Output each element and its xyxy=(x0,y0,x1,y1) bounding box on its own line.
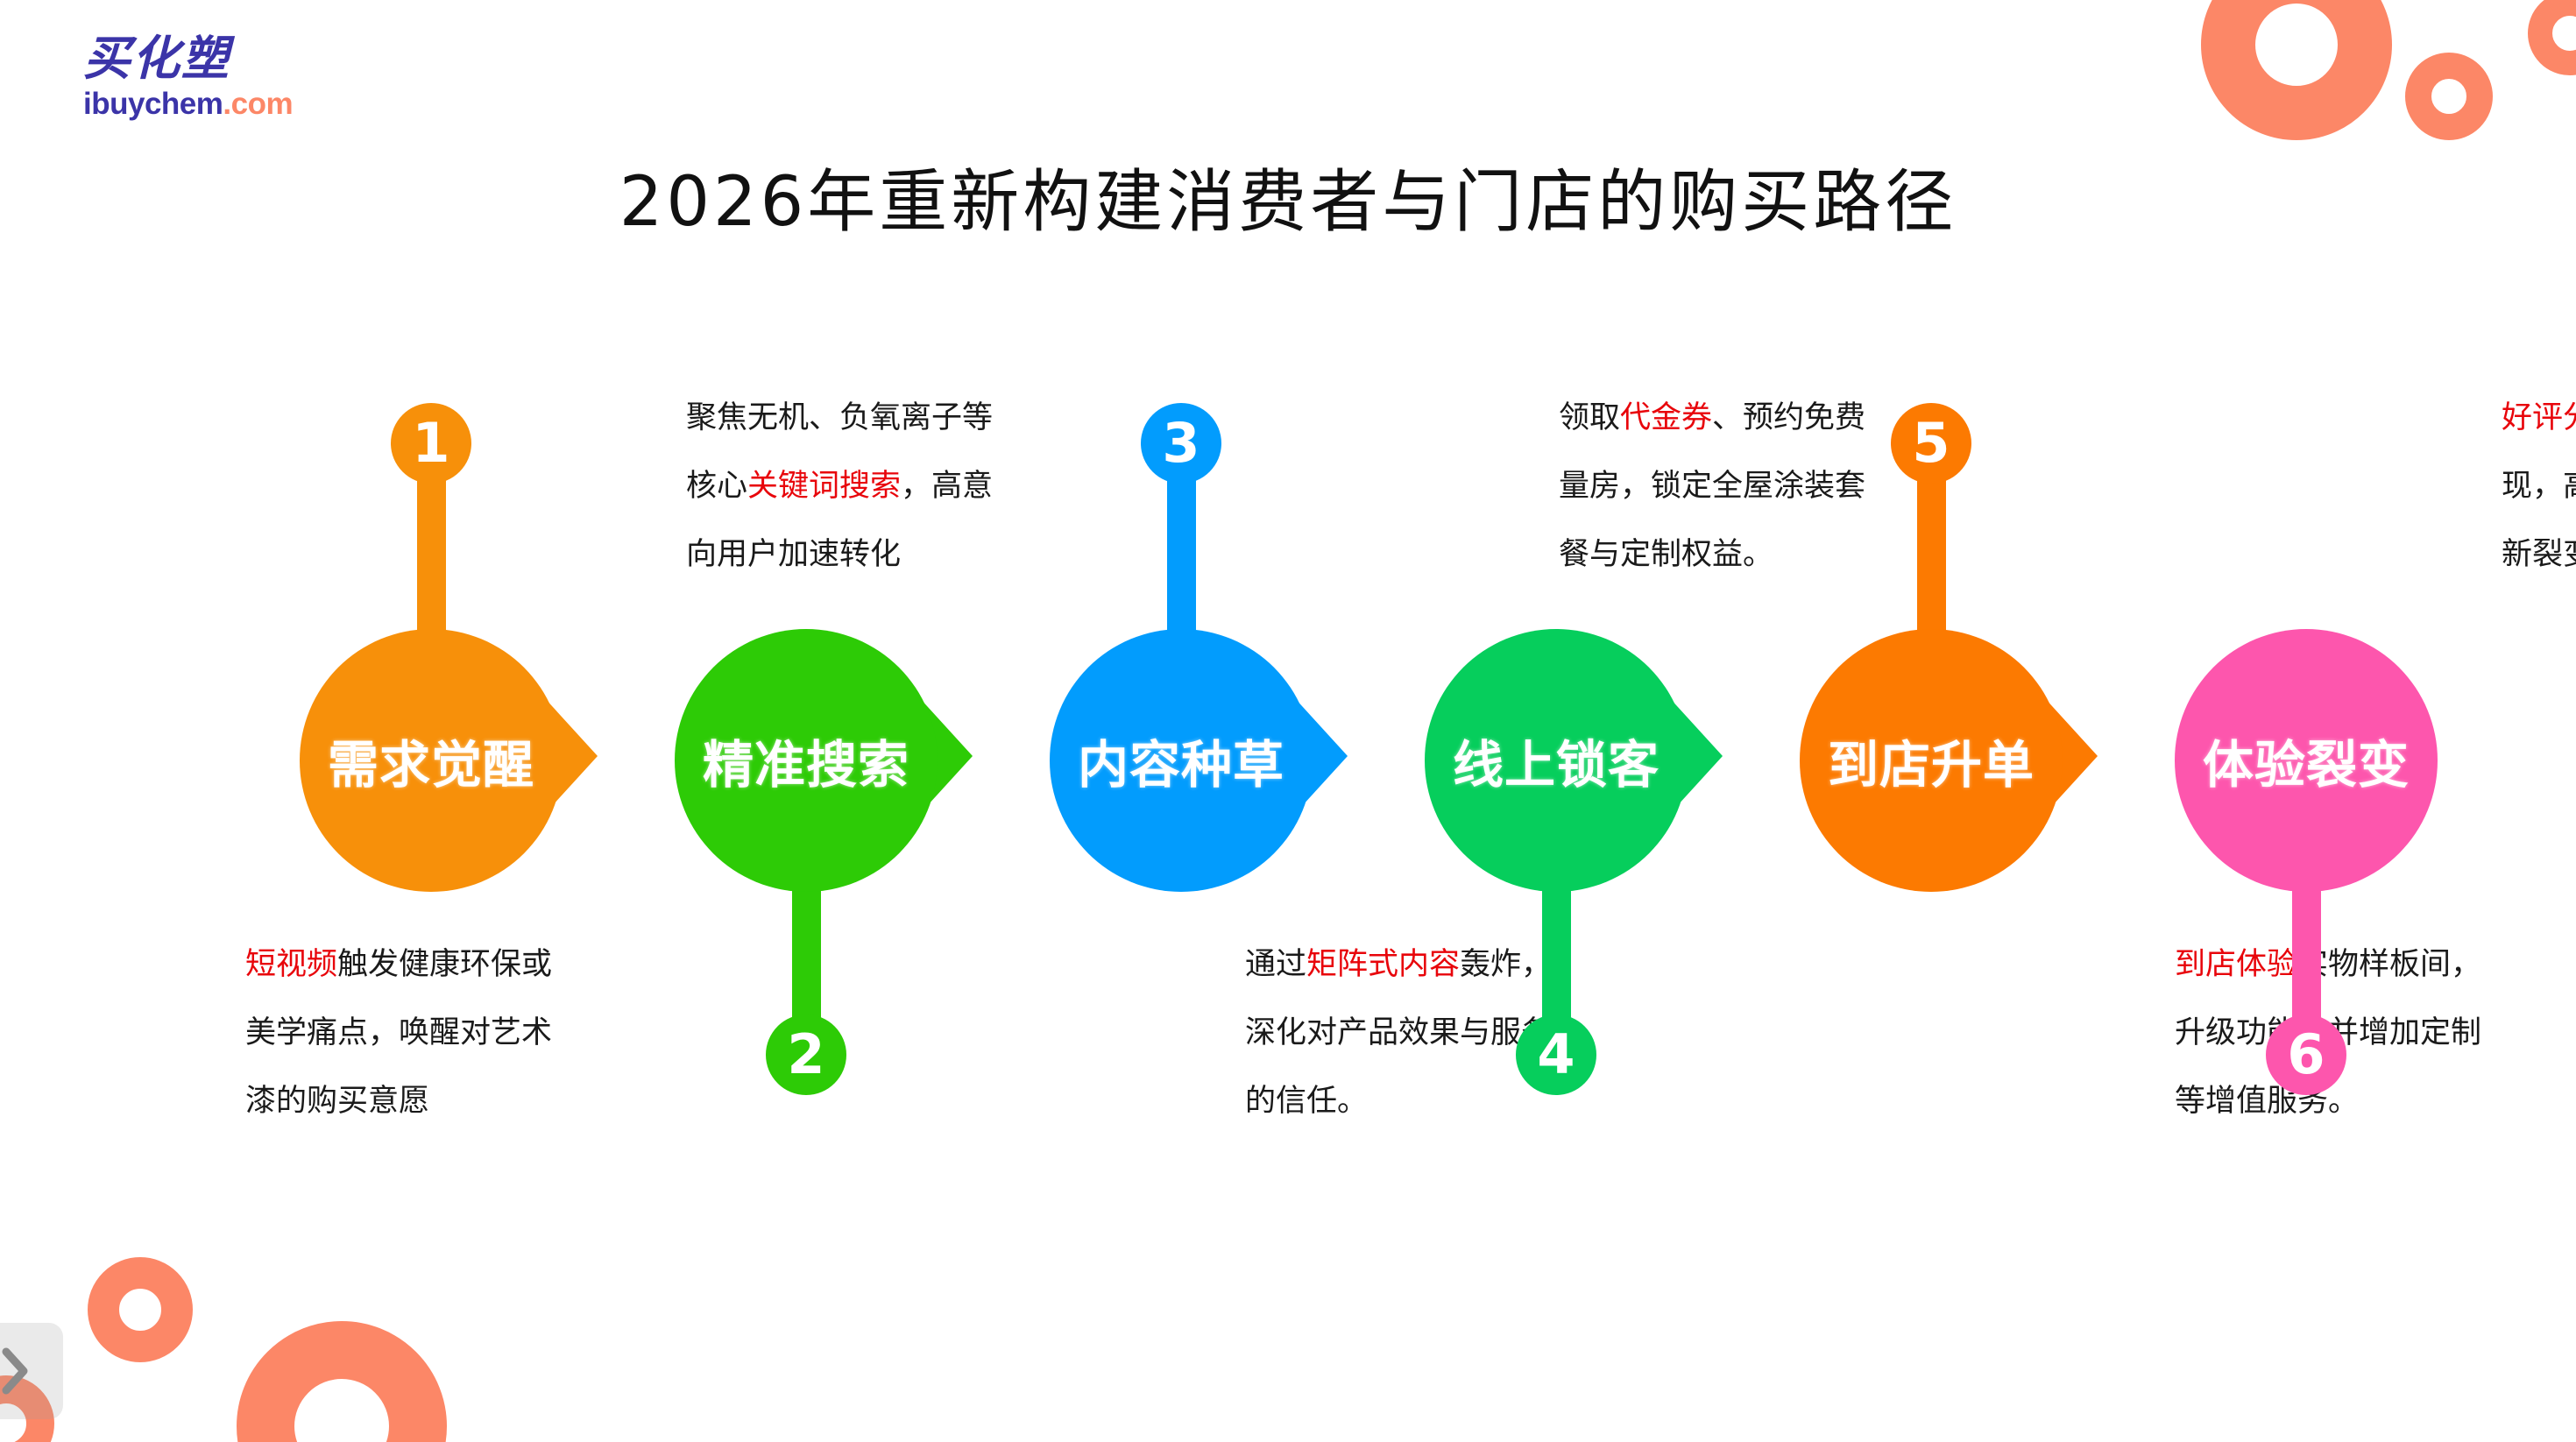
brand-logo-en-tld: .com xyxy=(223,87,294,121)
journey-step-3: 3 内容种草通过矩阵式内容轰炸，深化对产品效果与服务的信任。 xyxy=(1004,0,1552,1442)
step-number-badge: 5 xyxy=(1891,403,1971,484)
journey-step-4: 4 线上锁客 领取代金券、预约免费量房，锁定全屋涂装套餐与定制权益。 xyxy=(1379,0,1865,1442)
step-label: 需求觉醒 xyxy=(327,735,534,795)
journey-step-6: 6 体验裂变 好评分享墙面效果获返现，高满意度驱动老带新裂变传播。 xyxy=(2129,0,2576,1442)
page-title: 2026年重新构建消费者与门店的购买路径 xyxy=(619,163,1957,242)
step-description-text: 触发健康环保或美学痛点，唤醒对艺术漆的购买意愿 xyxy=(245,947,553,1119)
step-description: 领取代金券、预约免费量房，锁定全屋涂装套餐与定制权益。 xyxy=(1559,384,1883,589)
chevron-right-icon xyxy=(0,1347,31,1396)
step-description-text: 、预约免费量房，锁定全屋涂装套餐与定制权益。 xyxy=(1559,400,1866,572)
decor-ring-top-right-edge xyxy=(2528,0,2576,75)
brand-logo-en-main: ibuychem xyxy=(83,87,223,121)
step-description-text: 墙面效果获返现，高满意度驱动老带新裂变传播。 xyxy=(2502,469,2576,572)
step-description: 好评分享墙面效果获返现，高满意度驱动老带新裂变传播。 xyxy=(2502,384,2576,589)
step-number-badge: 4 xyxy=(1516,1014,1596,1095)
step-description: 通过矩阵式内容轰炸，深化对产品效果与服务的信任。 xyxy=(1245,930,1569,1135)
step-description: 短视频触发健康环保或美学痛点，唤醒对艺术漆的购买意愿 xyxy=(245,930,570,1135)
step-number-badge: 1 xyxy=(391,403,471,484)
step-description-text: 轰炸，深化对产品效果与服务的信任。 xyxy=(1245,947,1553,1119)
step-lobe[interactable] xyxy=(2175,629,2438,892)
step-description-highlight: 好评分享 xyxy=(2502,400,2576,435)
step-lobe[interactable] xyxy=(1800,629,2063,892)
step-number-badge: 6 xyxy=(2266,1014,2346,1095)
journey-step-1: 1 需求觉醒短视频触发健康环保或美学痛点，唤醒对艺术漆的购买意愿 xyxy=(245,0,640,1442)
step-number-badge: 3 xyxy=(1141,403,1221,484)
step-label: 线上锁客 xyxy=(1452,735,1660,795)
step-lobe[interactable] xyxy=(300,629,563,892)
step-description-highlight: 到店体验 xyxy=(2175,947,2298,982)
step-description-highlight: 代金券 xyxy=(1620,400,1713,435)
step-description-text: 聚焦无机、负氧离子等核心 xyxy=(686,400,994,504)
slide-next-button[interactable] xyxy=(0,1323,63,1419)
step-description-text: 通过 xyxy=(1245,947,1307,982)
step-lobe[interactable] xyxy=(1050,629,1313,892)
step-label: 到店升单 xyxy=(1827,735,2035,795)
step-lobe[interactable] xyxy=(1425,629,1688,892)
brand-logo[interactable]: 买化塑 ibuychem.com xyxy=(83,33,320,130)
step-description-highlight: 短视频 xyxy=(245,947,338,982)
step-lobe[interactable] xyxy=(675,629,938,892)
step-description-highlight: 矩阵式内容 xyxy=(1306,947,1461,982)
step-description-text: 领取 xyxy=(1559,400,1621,435)
brand-logo-cn: 买化塑 xyxy=(83,31,230,86)
step-description: 聚焦无机、负氧离子等核心关键词搜索，高意向用户加速转化 xyxy=(686,384,1010,589)
step-label: 内容种草 xyxy=(1077,735,1284,795)
journey-step-2: 2 精准搜索 聚焦无机、负氧离子等核心关键词搜索，高意向用户加速转化 xyxy=(629,0,1015,1442)
step-description-text: ，高意向用户加速转化 xyxy=(686,469,994,572)
step-number-badge: 2 xyxy=(766,1014,846,1095)
decor-ring-bottom-left-small xyxy=(88,1257,193,1362)
step-label: 精准搜索 xyxy=(702,735,909,795)
brand-logo-en: ibuychem.com xyxy=(83,88,320,121)
step-label: 体验裂变 xyxy=(2202,735,2410,795)
step-description-highlight: 关键词搜索 xyxy=(747,469,902,504)
